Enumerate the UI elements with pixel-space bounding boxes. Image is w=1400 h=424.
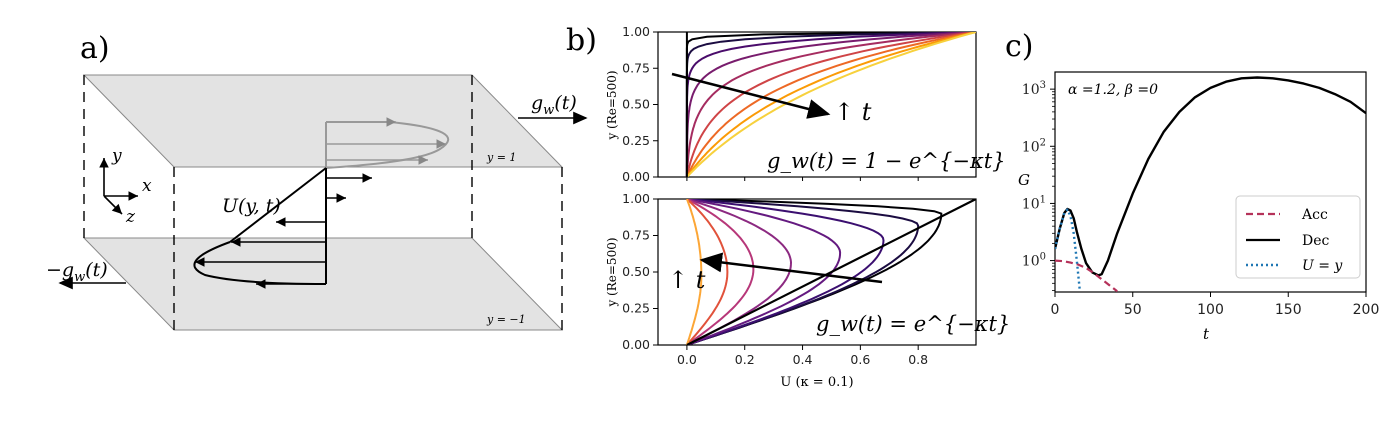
ytick-label: 0.50 [622, 97, 650, 112]
legend-box [1235, 195, 1361, 279]
panel-label-b: b) [566, 23, 597, 58]
profile-line-bottom [686, 199, 755, 345]
xtick-label: 200 [1353, 302, 1380, 318]
panel-b: b) 0.00 0.25 0.50 0.75 1.00 y (Re=500) ↑ t g… [566, 23, 1010, 390]
series-uy [1055, 208, 1082, 292]
axis-z-label: z [125, 207, 136, 227]
panel-b-bottom-plot: 0.00 0.25 0.50 0.75 1.00 0.0 0.2 0.4 0.6 0.8 y (R… [605, 191, 1010, 390]
bottom-wall-arg: (t) [85, 259, 107, 281]
xtick-label: 0.8 [908, 352, 928, 367]
ytick-label: 0.75 [622, 228, 650, 243]
legend-acc-label: Acc [1301, 207, 1328, 223]
xtick-label: 50 [1124, 302, 1142, 318]
panel-b-top-yticks: 0.00 0.25 0.50 0.75 1.00 [622, 24, 919, 184]
panel-c-legend: Acc Dec U = y [1235, 195, 1361, 279]
ytick-label: 1.00 [622, 24, 650, 39]
profile-line-bottom [686, 199, 885, 345]
panel-b-bottom-ticks: 0.00 0.25 0.50 0.75 1.00 0.0 0.2 0.4 0.6 0.8 [622, 191, 928, 367]
bottom-plate-label: y = −1 [486, 313, 526, 326]
legend-dec-label: Dec [1302, 233, 1330, 249]
profile-line-top [685, 32, 976, 177]
panel-b-bottom-ylabel: y (Re=500) [605, 237, 619, 307]
svg-text:gw(t): gw(t) [531, 92, 577, 118]
panel-b-top-ylabel: y (Re=500) [605, 70, 619, 140]
xtick-label: 0 [1051, 302, 1060, 318]
panel-b-bottom-formula: g_w(t) = e^{−κt} [816, 312, 1010, 336]
panel-a-schematic: a) y = 1 y = −1 [46, 31, 588, 331]
bottom-wall-sub: w [74, 270, 85, 285]
profile-line-top [685, 32, 976, 177]
panel-label-c: c) [1005, 29, 1034, 64]
panel-b-top-arrow-label: ↑ t [834, 98, 872, 126]
ytick-label: 102 [1022, 137, 1046, 155]
ytick-label: 1.00 [622, 191, 650, 206]
panel-label-a: a) [80, 31, 110, 66]
panel-c-ticks: 0 50 100 150 200 100 101 102 103 [1022, 80, 1380, 318]
panel-c: c) 0 50 100 150 200 100 101 102 103 G t α =1.2, … [1005, 29, 1379, 343]
top-wall-sub: w [543, 103, 554, 118]
xtick-label: 0.4 [793, 352, 813, 367]
profile-line-top [686, 32, 976, 177]
panel-c-ylabel: G [1018, 171, 1030, 189]
profile-line-bottom [686, 199, 729, 345]
top-wall-g: g [531, 92, 543, 114]
ytick-label: 103 [1022, 80, 1046, 98]
velocity-profile-upper [325, 117, 450, 169]
panel-b-top-series [685, 32, 976, 177]
xtick-label: 0.0 [677, 352, 697, 367]
bottom-wall-g: −g [46, 259, 74, 281]
profile-label: U(y, t) [222, 195, 281, 217]
profile-line-top [686, 32, 976, 177]
profile-line-top [685, 32, 976, 177]
series-acc [1055, 259, 1118, 292]
ytick-label: 0.00 [622, 337, 650, 352]
axis-x-label: x [142, 176, 152, 196]
coordinate-triad: y x z [99, 146, 152, 227]
panel-b-top-plot: 0.00 0.25 0.50 0.75 1.00 y (Re=500) ↑ t g_w(… [605, 24, 1006, 184]
panel-b-top-time-arrow [671, 72, 831, 119]
top-wall-velocity: gw(t) [518, 92, 588, 125]
ytick-label: 0.00 [622, 169, 650, 184]
ytick-label: 0.50 [622, 264, 650, 279]
panel-c-xlabel: t [1203, 325, 1210, 343]
panel-b-xlabel: U (κ = 0.1) [780, 375, 853, 390]
xtick-label: 100 [1197, 302, 1224, 318]
legend-uy-label: U = y [1302, 258, 1343, 274]
xtick-label: 150 [1275, 302, 1302, 318]
panel-b-bottom-time-arrow [699, 252, 883, 284]
ytick-label: 0.75 [622, 60, 650, 75]
top-plate-label: y = 1 [486, 151, 516, 164]
panel-b-bottom-series [685, 199, 976, 345]
panel-c-annotation: α =1.2, β =0 [1068, 82, 1158, 98]
svg-text:−gw(t): −gw(t) [46, 259, 108, 285]
velocity-profile-lower [193, 167, 372, 289]
xtick-label: 0.2 [735, 352, 755, 367]
xtick-label: 0.6 [850, 352, 870, 367]
profile-line-bottom-initial [686, 199, 976, 345]
ytick-label: 0.25 [622, 301, 650, 316]
panel-b-bottom-arrow-label: ↑ t [668, 266, 706, 294]
top-wall-arg: (t) [554, 92, 576, 114]
bottom-wall-velocity: −gw(t) [46, 259, 126, 290]
ytick-label: 0.25 [622, 133, 650, 148]
axis-y-label: y [111, 146, 122, 166]
ytick-label: 100 [1022, 252, 1046, 270]
panel-b-top-formula: g_w(t) = 1 − e^{−κt} [767, 149, 1006, 173]
ytick-label: 101 [1022, 194, 1046, 212]
series-dec [1055, 76, 1366, 277]
panel-c-series [1055, 76, 1366, 292]
